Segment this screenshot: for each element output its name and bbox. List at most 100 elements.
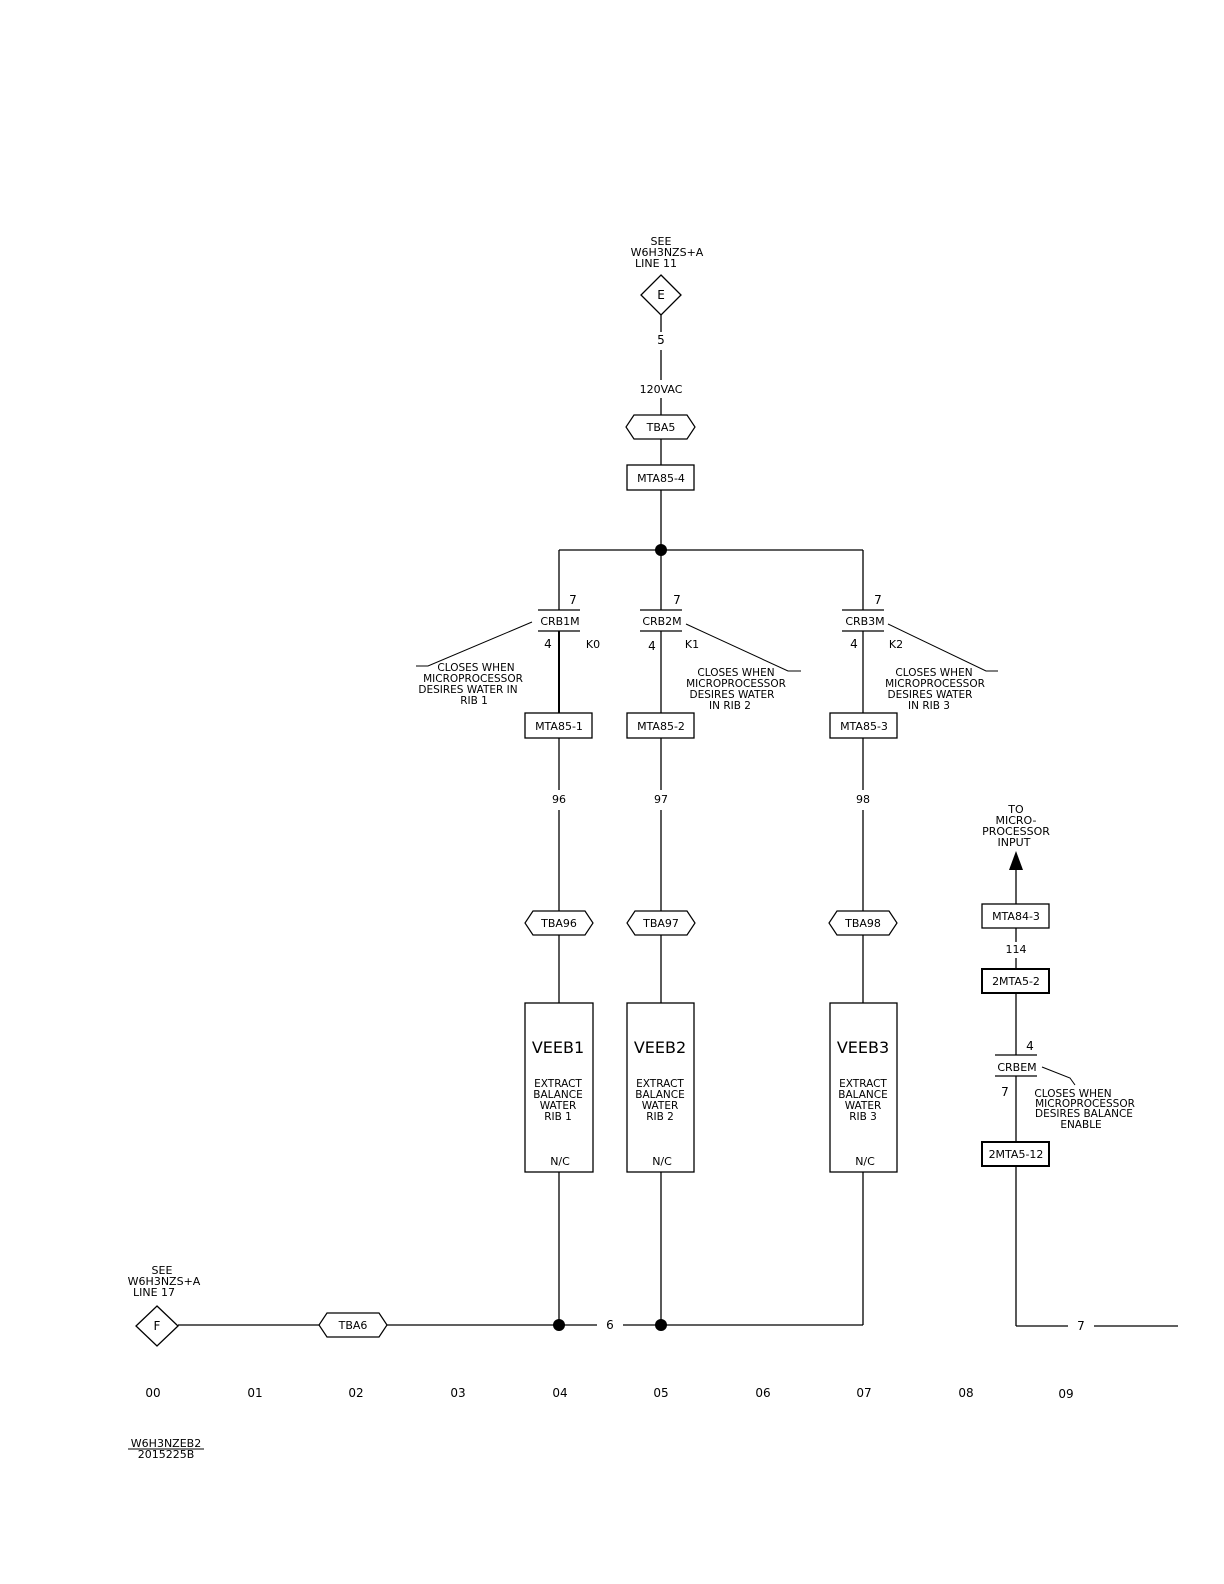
- relay-k-label: K2: [889, 638, 903, 651]
- note-line: IN RIB 2: [709, 700, 751, 712]
- terminal-tba5-label: TBA5: [646, 421, 676, 434]
- line-number: 02: [348, 1386, 363, 1400]
- plug-mta85-3[interactable]: [829, 712, 898, 739]
- valve-desc: RIB 3: [849, 1111, 877, 1123]
- see-line: LINE 17: [133, 1286, 175, 1299]
- contact-crbem-label[interactable]: CRBEM: [997, 1061, 1036, 1074]
- terminal-tba98[interactable]: [828, 910, 898, 936]
- line-number: 05: [653, 1386, 668, 1400]
- valve-state: N/C: [550, 1155, 570, 1168]
- branch-2: 7 CRB2M 4 K1 CLOSES WHEN MICROPROCESSOR …: [626, 550, 801, 1325]
- note-line: MICROPROCESSOR: [885, 678, 985, 690]
- wire-number: 96: [552, 793, 566, 806]
- valve-desc: EXTRACT: [534, 1078, 582, 1090]
- see-text: SEE: [651, 235, 672, 248]
- valve-desc: RIB 2: [646, 1111, 674, 1123]
- note-line: ENABLE: [1060, 1119, 1101, 1131]
- valve-veeb2[interactable]: [626, 1002, 695, 1173]
- contact-pin-top: 4: [1026, 1039, 1034, 1053]
- wire-number-6: 6: [606, 1318, 614, 1332]
- valve-name: VEEB2: [634, 1038, 686, 1057]
- plug-mta85-1[interactable]: [524, 712, 593, 739]
- contact-pin-bottom: 4: [850, 637, 858, 651]
- terminal-tba97[interactable]: [626, 910, 696, 936]
- note-line: MICROPROCESSOR: [423, 673, 523, 685]
- balance-enable-branch: TO MICRO- PROCESSOR INPUT MTA84-3 114 2M…: [981, 803, 1178, 1333]
- left-connector-reference: SEE W6H3NZS+A LINE 17: [128, 1264, 201, 1299]
- valve-desc: WATER: [845, 1100, 882, 1112]
- top-connector-reference: SEE W6H3NZS+A LINE 11: [631, 235, 704, 270]
- terminal-label: TBA98: [844, 917, 881, 930]
- line-number: 01: [247, 1386, 262, 1400]
- drawing-name: W6H3NZEB2: [131, 1437, 201, 1450]
- voltage-label: 120VAC: [640, 383, 683, 396]
- see-drawing: W6H3NZS+A: [128, 1275, 201, 1288]
- note-line: CLOSES WHEN: [697, 667, 774, 679]
- connector-f-label: F: [154, 1319, 161, 1333]
- line-number: 08: [958, 1386, 973, 1400]
- branch-1: 7 CRB1M 4 K0 CLOSES WHEN MICROPROCESSOR …: [416, 550, 600, 1325]
- valve-veeb3[interactable]: [829, 1002, 898, 1173]
- terminal-tba6-label: TBA6: [338, 1319, 368, 1332]
- contact-crb2m-label[interactable]: CRB2M: [642, 615, 681, 628]
- terminal-tba96[interactable]: [524, 910, 594, 936]
- note-leader: [685, 623, 801, 672]
- note-line: CLOSES WHEN: [437, 662, 514, 674]
- contact-crb3m-label[interactable]: CRB3M: [845, 615, 884, 628]
- terminal-tba6[interactable]: [318, 1312, 388, 1338]
- wire-number-7: 7: [1077, 1319, 1085, 1333]
- valve-desc: BALANCE: [838, 1089, 887, 1101]
- valve-desc: EXTRACT: [636, 1078, 684, 1090]
- note-leader: [887, 623, 998, 672]
- note-line: DESIRES WATER: [690, 689, 775, 701]
- valve-state: N/C: [652, 1155, 672, 1168]
- contact-pin-top: 7: [569, 593, 577, 607]
- valve-state: N/C: [855, 1155, 875, 1168]
- destination-line: PROCESSOR: [982, 825, 1050, 838]
- plug-label: MTA85-1: [535, 720, 583, 733]
- valve-desc: BALANCE: [533, 1089, 582, 1101]
- contact-pin-top: 7: [874, 593, 882, 607]
- note-line: DESIRES BALANCE: [1035, 1108, 1133, 1120]
- terminal-tba5[interactable]: [625, 414, 696, 440]
- destination-line: INPUT: [998, 836, 1031, 849]
- drawing-id: W6H3NZEB2 2015225B: [128, 1437, 204, 1461]
- plug-label: 2MTA5-2: [992, 975, 1040, 988]
- wire-number: 98: [856, 793, 870, 806]
- line-number: 03: [450, 1386, 465, 1400]
- line-number-ruler: 00 01 02 03 04 05 06 07 08 09: [145, 1386, 1073, 1401]
- valve-name: VEEB1: [532, 1038, 584, 1057]
- note-line: DESIRES WATER: [888, 689, 973, 701]
- valve-desc: WATER: [642, 1100, 679, 1112]
- plug-mta84-3[interactable]: [981, 903, 1050, 929]
- contact-pin-bottom: 7: [1001, 1085, 1009, 1099]
- drawing-number: 2015225B: [138, 1448, 195, 1461]
- note-line: CLOSES WHEN: [895, 667, 972, 679]
- note-line: IN RIB 3: [908, 700, 950, 712]
- valve-desc: RIB 1: [544, 1111, 572, 1123]
- connector-f-diamond[interactable]: [135, 1305, 179, 1347]
- note-line: MICROPROCESSOR: [686, 678, 786, 690]
- valve-veeb1[interactable]: [524, 1002, 594, 1173]
- plug-label: MTA85-3: [840, 720, 888, 733]
- note-line: CLOSES WHEN: [1034, 1088, 1111, 1100]
- note-leader: [1041, 1066, 1076, 1086]
- terminal-label: TBA96: [540, 917, 577, 930]
- destination-line: MICRO-: [996, 814, 1037, 827]
- junction-dot: [655, 1319, 667, 1331]
- junction-dot: [553, 1319, 565, 1331]
- line-number: 04: [552, 1386, 567, 1400]
- see-text: SEE: [152, 1264, 173, 1277]
- note-line: RIB 1: [460, 695, 488, 707]
- see-line: LINE 11: [635, 257, 677, 270]
- plug-2mta5-12[interactable]: [981, 1141, 1050, 1167]
- wire-number-5: 5: [657, 333, 665, 347]
- wire-number-114: 114: [1006, 943, 1027, 956]
- note-line: DESIRES WATER IN: [418, 684, 517, 696]
- wire-number: 97: [654, 793, 668, 806]
- line-number: 07: [856, 1386, 871, 1400]
- contact-crb1m-label[interactable]: CRB1M: [540, 615, 579, 628]
- valve-desc: WATER: [540, 1100, 577, 1112]
- plug-mta85-4[interactable]: [626, 464, 695, 491]
